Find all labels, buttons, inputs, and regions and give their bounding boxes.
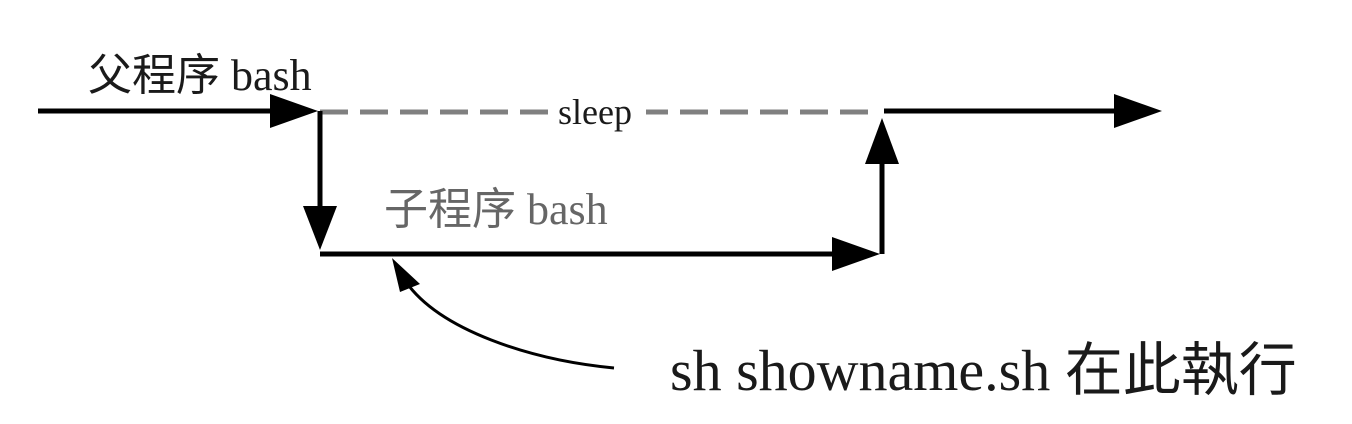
sleep-label-bg	[556, 96, 646, 128]
sleep-label: sleep	[558, 92, 632, 132]
fork-down-arrowhead	[303, 206, 337, 250]
parent-process-label: 父程序 bash	[88, 51, 312, 100]
parent-arrowhead-right	[1114, 94, 1162, 128]
child-arrowhead	[832, 237, 880, 271]
return-up-arrowhead	[865, 118, 899, 164]
note-pointer-arrowhead	[392, 258, 420, 292]
note-pointer-curve	[404, 281, 615, 370]
execution-note-label: sh showname.sh 在此執行	[670, 338, 1297, 403]
child-process-label: 子程序 bash	[384, 185, 608, 234]
parent-arrowhead-left	[270, 94, 318, 128]
